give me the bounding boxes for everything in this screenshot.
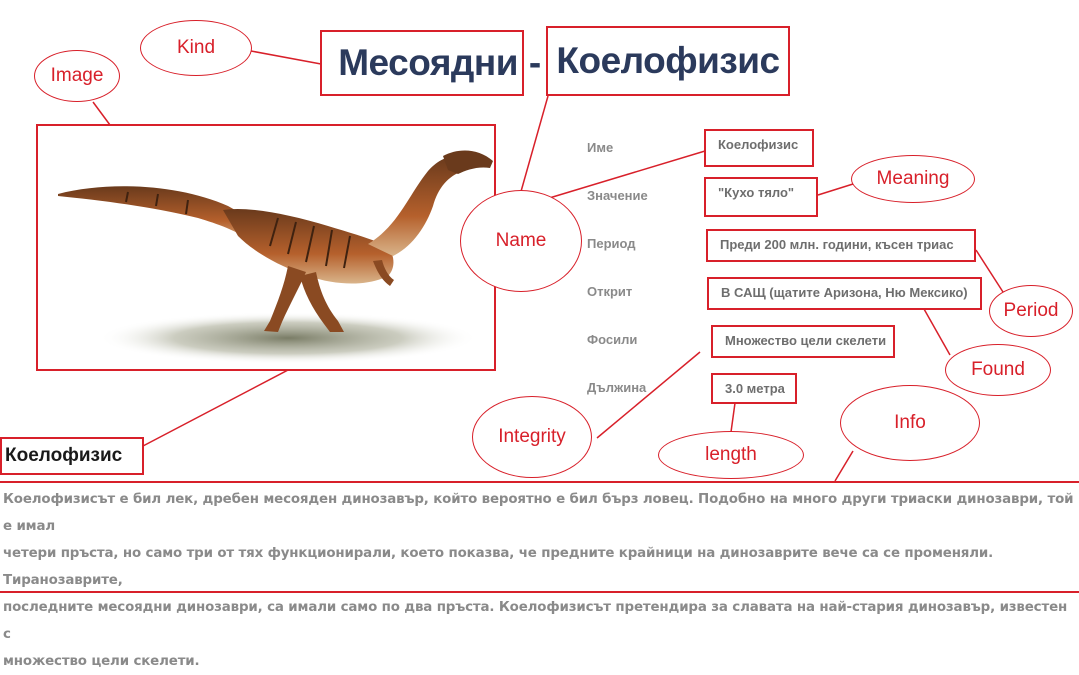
field-value-name: Коелофизис [704, 129, 814, 167]
info-line: множество цели скелети. [3, 654, 200, 669]
field-label-period: Период [587, 236, 636, 251]
callout-found: Found [945, 344, 1051, 396]
callout-integrity: Integrity [472, 396, 592, 478]
callout-kind: Kind [140, 20, 252, 76]
title-separator: - [528, 42, 542, 83]
coelophysis-illustration [58, 150, 493, 364]
callout-length: length [658, 431, 804, 479]
field-value-meaning: "Кухо тяло" [704, 177, 818, 217]
title-kind: Месоядни [320, 30, 524, 96]
callout-name: Name [460, 190, 582, 292]
field-label-name: Име [587, 140, 614, 155]
callout-info: Info [840, 385, 980, 461]
field-value-found: В САЩ (щатите Аризона, Ню Мексико) [707, 277, 982, 310]
field-label-found: Открит [587, 284, 633, 299]
callout-period: Period [989, 285, 1073, 337]
callout-meaning: Meaning [851, 155, 975, 203]
info-line: четери пръста, но само три от тях функци… [3, 546, 994, 588]
info-text: Коелофизисът е бил лек, дребен месояден … [3, 486, 1075, 675]
field-label-meaning: Значение [587, 188, 648, 203]
info-line: последните месоядни динозаври, са имали … [3, 600, 1068, 642]
title-name: Коелофизис [546, 26, 790, 96]
field-value-period: Преди 200 млн. години, късен триас [706, 229, 976, 262]
field-label-length: Дължина [587, 380, 647, 395]
dinosaur-image [36, 124, 496, 371]
info-box [0, 481, 1079, 593]
field-value-length: 3.0 метра [711, 373, 797, 404]
info-line: Коелофизисът е бил лек, дребен месояден … [3, 492, 1074, 534]
field-value-fossils: Множество цели скелети [711, 325, 895, 358]
section-heading: Коелофизис [0, 437, 144, 475]
field-label-fossils: Фосили [587, 332, 638, 347]
callout-image: Image [34, 50, 120, 102]
